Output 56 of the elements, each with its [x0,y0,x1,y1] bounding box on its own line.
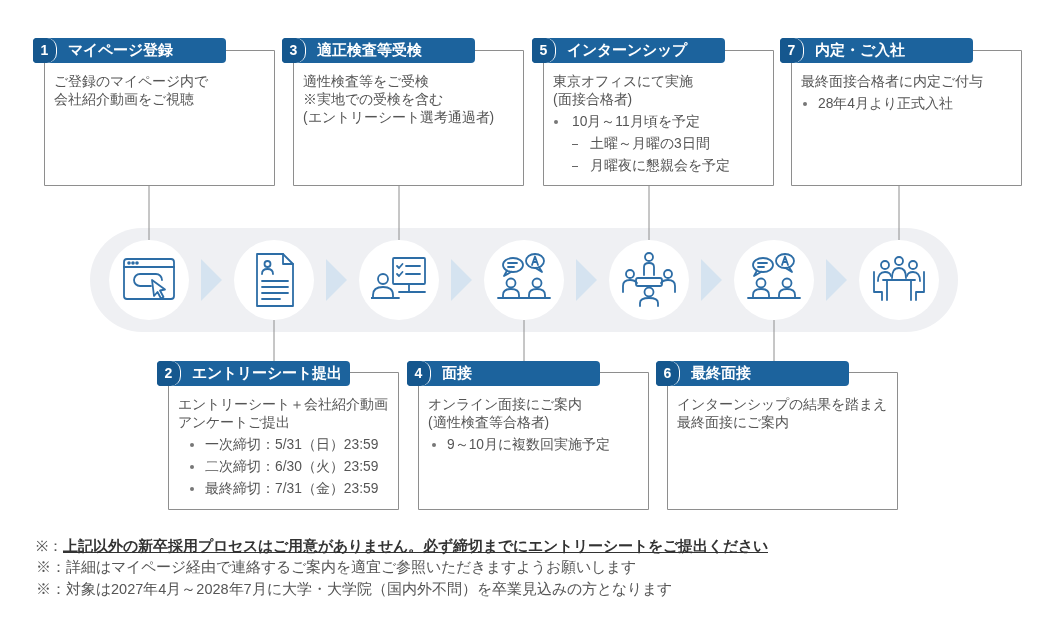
step-number: 5 [532,38,556,63]
step-title: マイページ登録 [68,41,173,60]
step-card [33,38,275,186]
step-card [656,361,898,510]
description-text: ご登録のマイページ内で会社紹介動画をご視聴 [54,73,209,109]
chevron-arrow [451,259,472,301]
description-text: オンライン面接にご案内 [428,396,582,414]
bullet-text: 28年4月より正式入社 [818,95,954,113]
step-card [407,361,649,510]
step-card [282,38,524,186]
description-text: インターンシップの結果を踏まえ最終面接にご案内 [677,396,888,432]
chevron-arrow [326,259,347,301]
description-text: (エントリーシート選考通過者) [303,109,495,127]
description-text: 適性検査等をご受検 [303,73,430,91]
bullet-text: 土曜～月曜の3日間 [590,135,710,153]
description-text: (適性検査等合格者) [428,414,551,432]
step-card [532,38,774,186]
bullet-text: 二次締切：6/30（火）23:59 [205,458,379,476]
step-number: 3 [282,38,306,63]
step-number: 7 [780,38,804,63]
description-text: 東京オフィスにて実施 [553,73,693,91]
step-card [157,361,399,510]
connector-line [398,185,400,241]
step-number: 1 [33,38,57,63]
chevron-arrow [826,259,847,301]
step-title: 最終面接 [691,364,751,383]
chevron-arrow [576,259,597,301]
step-number: 2 [157,361,181,386]
chevron-arrow [701,259,722,301]
connector-line [148,185,150,241]
step-title: 内定・ご入社 [815,41,905,60]
footnote-text: ※：上記以外の新卒採用プロセスはご用意がありません。必ず締切までにエントリーシートをご提出ください [36,537,768,557]
step-title: 適正検査等受検 [317,41,422,60]
description-text: ※実地での受検を含む [303,91,444,109]
connector-line [898,185,900,241]
connector-line [773,319,775,362]
footnote-text: ※：詳細はマイページ経由で連絡するご案内を適宜ご参照いただきますようお願いします [36,558,636,577]
step-title: インターンシップ [567,41,687,60]
footnote-text: ※：対象は2027年4月～2028年7月に大学・大学院（国内外不問）を卒業見込みの方となります [36,580,672,599]
bullet-text: 月曜夜に懇親会を予定 [590,157,730,175]
connector-line [648,185,650,241]
step-card [780,38,1022,186]
description-text: 最終面接合格者に内定ご付与 [801,73,983,91]
step-title: エントリーシート提出 [192,364,342,383]
description-text: (面接合格者) [553,91,634,109]
connector-line [273,319,275,362]
bullet-text: 最終締切：7/31（金）23:59 [205,480,379,498]
bullet-text: 一次締切：5/31（日）23:59 [205,436,379,454]
connector-line [523,319,525,362]
step-number: 4 [407,361,431,386]
bullet-text: 9～10月に複数回実施予定 [447,436,611,454]
chevron-arrow [201,259,222,301]
description-text: エントリーシート＋会社紹介動画アンケートご提出 [178,396,389,432]
step-number: 6 [656,361,680,386]
bullet-text: 10月～11月頃を予定 [572,113,700,131]
step-title: 面接 [442,364,472,383]
